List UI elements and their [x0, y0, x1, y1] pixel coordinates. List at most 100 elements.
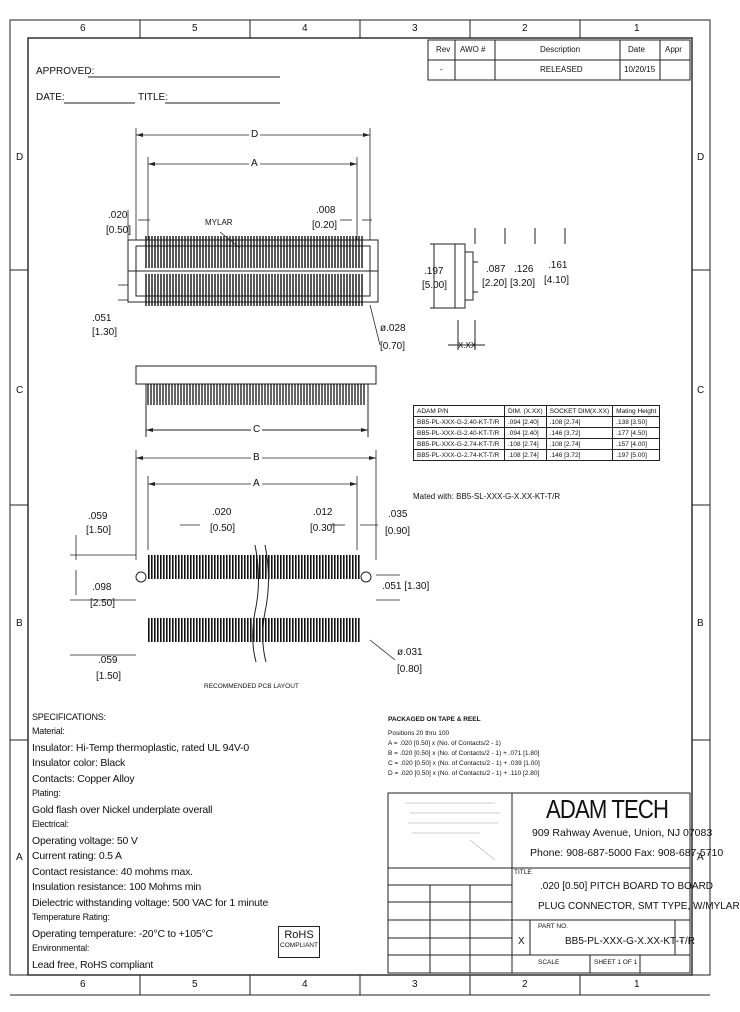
pad	[337, 555, 339, 579]
pad	[223, 618, 225, 642]
dim-035: .035	[388, 509, 408, 520]
dim-320: [3.20]	[510, 278, 536, 289]
pad	[214, 618, 216, 642]
spec-line: Electrical:	[32, 819, 69, 829]
date-label: DATE:	[36, 92, 65, 103]
pad	[259, 555, 261, 579]
pad	[208, 618, 210, 642]
pad	[244, 618, 246, 642]
pad	[229, 618, 231, 642]
company-name: ADAM TECH	[546, 794, 669, 824]
pad	[280, 618, 282, 642]
part-table: ADAM P/N DIM. (X.XX) SOCKET DIM(X.XX) Ma…	[413, 405, 661, 461]
dim-220: [2.20]	[482, 278, 508, 289]
dim-059-bottom: .059	[98, 655, 118, 666]
table-cell: BB5-PL-XXX-G-2.40-KT-T/R	[413, 427, 505, 439]
side-view-connector	[430, 228, 566, 350]
pad	[178, 618, 180, 642]
dim-d-label: D	[249, 129, 261, 140]
pad	[331, 555, 333, 579]
pad	[253, 555, 255, 579]
pad	[208, 555, 210, 579]
zone-col-3-top: 3	[412, 23, 418, 34]
pad	[190, 618, 192, 642]
pad	[340, 618, 342, 642]
rev-header-appr: Appr	[665, 45, 682, 54]
pcb-pads	[148, 555, 360, 642]
zone-col-1-bottom: 1	[634, 979, 640, 990]
pad	[310, 555, 312, 579]
pad	[148, 555, 150, 579]
pad	[256, 618, 258, 642]
drawing-canvas	[9, 19, 711, 996]
spec-line: Operating temperature: -20°C to +105°C	[32, 927, 213, 940]
pad	[271, 618, 273, 642]
table-cell: .197 [5.00]	[612, 449, 661, 461]
pad	[202, 555, 204, 579]
pad	[352, 618, 354, 642]
zone-col-5-bottom: 5	[192, 979, 198, 990]
pad	[295, 618, 297, 642]
pad	[229, 555, 231, 579]
pad	[340, 555, 342, 579]
dim-050-pitch: [0.50]	[210, 523, 236, 534]
rev-value-rev: -	[440, 65, 443, 74]
spec-line: Operating voltage: 50 V	[32, 834, 138, 847]
pad	[286, 555, 288, 579]
table-cell: .094 [2.40]	[504, 416, 547, 428]
pad	[175, 618, 177, 642]
dim-087: .087	[486, 264, 506, 275]
pad	[151, 555, 153, 579]
dim-a2-label: A	[251, 478, 262, 489]
pad	[346, 618, 348, 642]
zone-col-4-top: 4	[302, 23, 308, 34]
sheet-label: SHEET 1 OF 1	[594, 959, 638, 966]
dim-070: [0.70]	[380, 341, 406, 352]
pad	[337, 618, 339, 642]
rev-header-awo: AWO #	[460, 45, 486, 54]
pad	[343, 555, 345, 579]
pad	[334, 618, 336, 642]
pad	[262, 555, 264, 579]
pad	[247, 618, 249, 642]
part-table-header: Mating Height	[612, 405, 661, 417]
pad	[280, 555, 282, 579]
part-no-label: PART NO.	[538, 923, 568, 930]
rev-header-description: Description	[540, 45, 581, 54]
pad	[160, 555, 162, 579]
pad	[292, 555, 294, 579]
pad	[346, 555, 348, 579]
pad	[157, 555, 159, 579]
spec-line: Insulator: Hi-Temp thermoplastic, rated …	[32, 741, 250, 754]
zone-row-d-left: D	[16, 152, 24, 163]
mylar-label: MYLAR	[205, 218, 233, 227]
table-cell: BB5-PL-XXX-G-2.74-KT-T/R	[413, 438, 505, 450]
pad	[283, 618, 285, 642]
dim-098: .098	[92, 582, 112, 593]
zone-row-b-left: B	[16, 618, 23, 629]
packaging-line: B = .020 [0.50] x (No. of Contacts/2 - 1…	[388, 750, 540, 757]
pad	[322, 618, 324, 642]
pad	[214, 555, 216, 579]
table-row: BB5-PL-XXX-G-2.74-KT-T/R .108 [2.74] .14…	[413, 449, 661, 461]
pad	[166, 618, 168, 642]
table-cell: .138 [3.50]	[612, 416, 661, 428]
pad	[298, 618, 300, 642]
dim-020-pitch: .020	[212, 507, 232, 518]
pad	[274, 555, 276, 579]
spec-line: Contacts: Copper Alloy	[32, 772, 135, 785]
pad	[247, 555, 249, 579]
spec-line: Dielectric withstanding voltage: 500 VAC…	[32, 896, 269, 909]
zone-row-d-right: D	[697, 152, 705, 163]
pad	[172, 618, 174, 642]
table-row: BB5-PL-XXX-G-2.74-KT-T/R .108 [2.74] .10…	[413, 438, 661, 450]
dim-059: .059	[88, 511, 108, 522]
top-view-connector	[127, 239, 379, 303]
pad	[205, 618, 207, 642]
pad	[304, 555, 306, 579]
part-number: BB5-PL-XXX-G-X.XX-KT-T/R	[565, 936, 696, 947]
dim-020: .020	[108, 210, 128, 221]
revision-block-grid	[427, 39, 691, 81]
zone-col-2-top: 2	[522, 23, 528, 34]
table-cell: .108 [2.74]	[545, 438, 614, 450]
